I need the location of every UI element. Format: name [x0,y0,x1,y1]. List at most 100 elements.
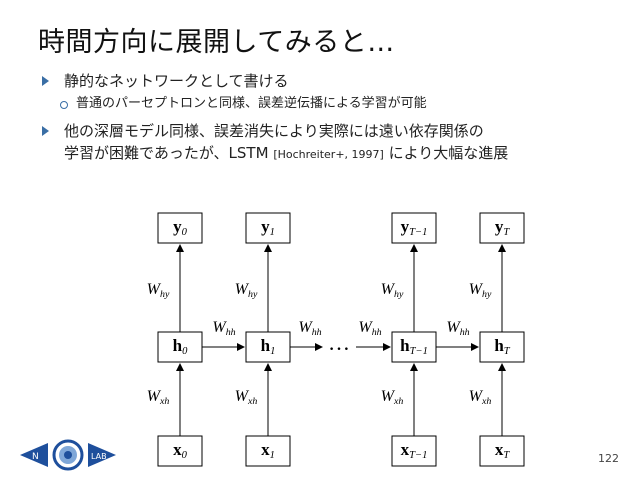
weight-xh-label-1-sub: xh [247,396,257,407]
y-node-label-1-base: y [261,217,270,236]
weight-hy-label-1-sub: hy [248,289,258,300]
weight-hh-label-3-sub: hh [460,327,470,338]
weight-hy-label-3-base: W [469,281,484,298]
weight-hh-label-2-base: W [358,319,373,336]
y-node-label-1-sub: 1 [270,228,275,239]
x-node-label-3: xT [495,440,511,462]
weight-hh-label-1-base: W [298,319,313,336]
y-node-label-3-base: y [495,217,504,236]
h-node-box [245,331,291,363]
weight-xh-label-3-base: W [469,388,484,405]
weight-hy-label-2-base: W [381,281,396,298]
h-node-label-1-base: h [261,336,271,355]
weight-hh-label-2-sub: hh [372,327,382,338]
weight-xh-label-2-base: W [381,388,396,405]
circle-bullet-icon [60,101,68,109]
y-node-label-0-sub: 0 [182,228,188,239]
weight-hy-label-1-base: W [235,281,250,298]
y-node-label-3-sub: T [503,228,510,239]
bullet-1-text: 静的なネットワークとして書ける [64,72,289,90]
x-node-label-0-base: x [173,440,182,459]
weight-hy-label-0-base: W [147,281,162,298]
weight-xh-label-3-sub: xh [481,396,491,407]
weight-xh-label-0-base: W [147,388,162,405]
h-node-label-3: hT [494,336,510,358]
bullet-2: 他の深層モデル同様、誤差消失により実際には遠い依存関係の 学習が困難であったが、… [40,120,620,166]
x-node-label-2: xT−1 [401,440,428,462]
bullet-2-line1: 他の深層モデル同様、誤差消失により実際には遠い依存関係の [64,122,484,140]
x-node-box [391,435,437,467]
weight-xh-label-1: Wxh [235,388,258,407]
h-node-label-3-base: h [494,336,504,355]
bullet-2-line2b: により大幅な進展 [383,144,509,162]
x-node-box [245,435,291,467]
weight-xh-label-0: Wxh [147,388,170,407]
lab-logo: N LAB [18,437,118,473]
x-node-label-3-base: x [495,440,504,459]
y-node-label-0: y0 [173,217,188,239]
h-node-label-2-base: h [400,336,410,355]
x-node-label-1: x1 [261,440,275,462]
weight-hy-label-1: Why [235,281,258,300]
h-node-box [479,331,525,363]
weight-hy-label-2-sub: hy [394,289,404,300]
bullet-list: 静的なネットワークとして書ける 普通のパーセプトロンと同様、誤差逆伝播による学習… [40,70,620,166]
bullet-1: 静的なネットワークとして書ける [40,70,620,92]
weight-hh-label-0-base: W [212,319,227,336]
y-node-label-0-base: y [173,217,182,236]
sub-bullet-1: 普通のパーセプトロンと同様、誤差逆伝播による学習が可能 [40,94,620,114]
weight-xh-label-0-sub: xh [159,396,169,407]
y-node-label-2-sub: T−1 [409,228,427,239]
x-node-label-1-base: x [261,440,270,459]
h-node-label-1-sub: 1 [270,347,275,358]
y-node-label-2-base: y [401,217,410,236]
x-node-label-2-sub: T−1 [409,451,427,462]
h-node-label-0-base: h [173,336,183,355]
triangle-bullet-icon [42,76,49,86]
weight-hy-label-0: Why [147,281,170,300]
weight-hh-label-1: Whh [298,319,321,338]
weight-hh-label-3-base: W [446,319,461,336]
h-node-label-0-sub: 0 [182,347,188,358]
slide-title: 時間方向に展開してみると… [38,27,395,58]
weight-xh-label-3: Wxh [469,388,492,407]
weight-xh-label-2: Wxh [381,388,404,407]
weight-hh-label-1-sub: hh [312,327,322,338]
h-node-label-3-sub: T [504,347,511,358]
diagram-layer: y0h0x0WhyWxhy1h1x1WhyWxhyT−1hT−1xT−1WhyW… [147,212,525,467]
bullet-2-line2a: 学習が困難であったが、LSTM [64,144,274,162]
h-node-label-0: h0 [173,336,188,358]
weight-hy-label-2: Why [381,281,404,300]
x-node-label-0-sub: 0 [182,451,188,462]
h-node-label-1: h1 [261,336,276,358]
x-node-label-2-base: x [401,440,410,459]
y-node-box [157,212,203,244]
y-node-box [479,212,525,244]
y-node-label-1: y1 [261,217,275,239]
y-node-box [391,212,437,244]
logo-left-text: N [32,452,39,462]
weight-hh-label-0-sub: hh [226,327,236,338]
weight-hy-label-3: Why [469,281,492,300]
triangle-bullet-icon [42,126,49,136]
citation: [Hochreiter+, 1997] [273,148,384,161]
weight-hh-label-2: Whh [358,319,381,338]
weight-hh-label-3: Whh [446,319,469,338]
logo-right-text: LAB [91,452,107,461]
x-node-label-0: x0 [173,440,188,462]
y-node-label-3: yT [495,217,511,239]
ellipsis: … [328,330,350,355]
x-node-label-1-sub: 1 [270,451,275,462]
h-node-box [157,331,203,363]
x-node-label-3-sub: T [503,451,510,462]
page-number: 122 [598,452,619,465]
sub-bullet-1-text: 普通のパーセプトロンと同様、誤差逆伝播による学習が可能 [76,96,427,111]
h-node-label-2-sub: T−1 [410,347,428,358]
weight-hh-label-0: Whh [212,319,235,338]
weight-hy-label-3-sub: hy [482,289,492,300]
weight-hy-label-0-sub: hy [160,289,170,300]
y-node-box [245,212,291,244]
weight-xh-label-2-sub: xh [393,396,403,407]
weight-xh-label-1-base: W [235,388,250,405]
